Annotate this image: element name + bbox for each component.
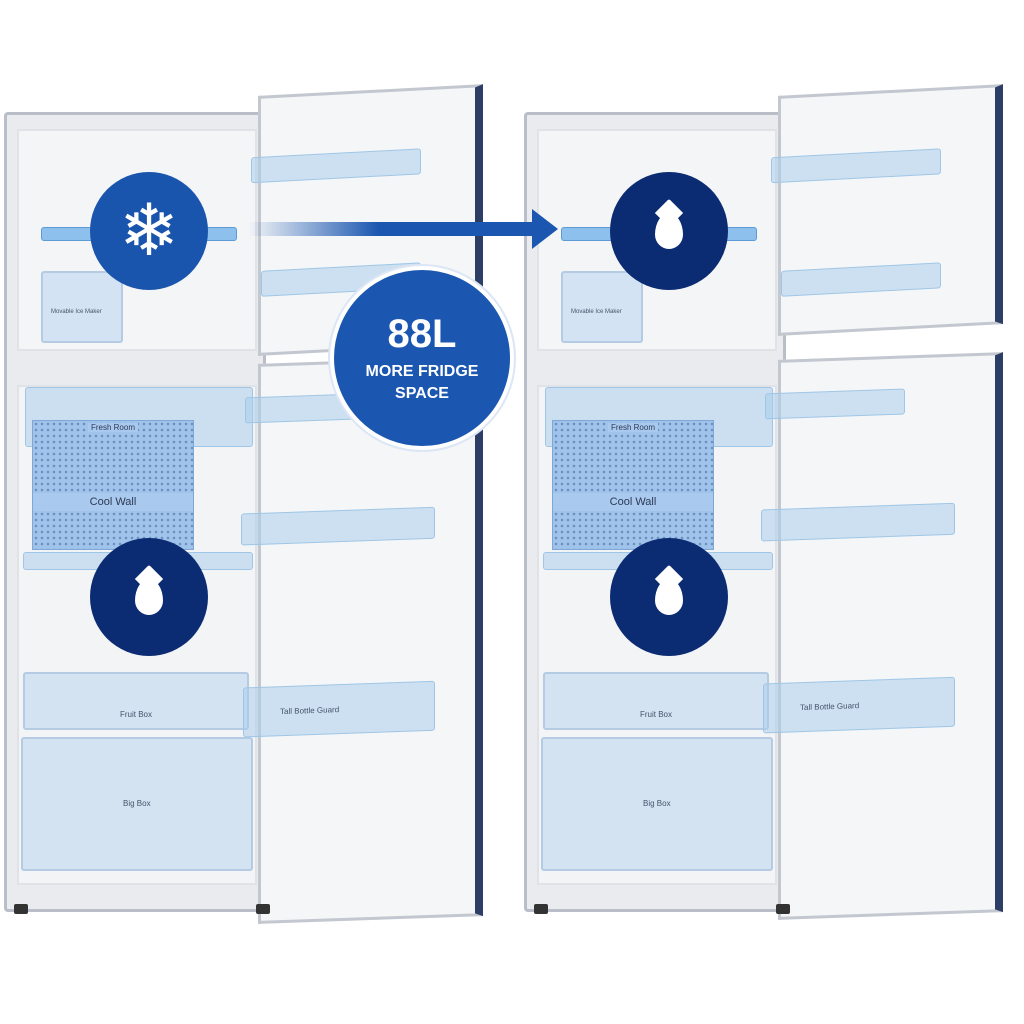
refrigerator-before: Movable Ice Maker Fruit Box Big Box Fres… xyxy=(0,60,500,924)
fridge-foot xyxy=(256,904,270,914)
fresh-room-label: Fresh Room xyxy=(607,423,658,432)
fruit-box: Fruit Box xyxy=(23,672,249,730)
cool-wall-panel: Fresh Room Cool Wall xyxy=(32,420,194,550)
door-shelf xyxy=(771,148,941,184)
conversion-arrow xyxy=(248,222,538,236)
cool-wall-panel: Fresh Room Cool Wall xyxy=(552,420,714,550)
fresh-room-label-wrap: Fresh Room xyxy=(33,423,193,432)
big-box-label: Big Box xyxy=(643,799,671,808)
ice-maker: Movable Ice Maker xyxy=(561,271,643,343)
badge-value: 88L xyxy=(387,312,457,356)
big-box-label: Big Box xyxy=(123,799,151,808)
arrow-head-icon xyxy=(532,209,558,249)
big-box: Big Box xyxy=(21,737,253,871)
door-shelf xyxy=(765,388,905,420)
ice-maker-label: Movable Ice Maker xyxy=(571,309,622,315)
tall-bottle-label: Tall Bottle Guard xyxy=(280,705,340,717)
water-drop-icon xyxy=(610,172,728,290)
refrigerator-after: Movable Ice Maker Fruit Box Big Box Fres… xyxy=(520,60,1020,920)
fruit-box-label: Fruit Box xyxy=(640,710,673,719)
door-shelf xyxy=(781,262,941,297)
tall-bottle-label: Tall Bottle Guard xyxy=(800,701,860,713)
snowflake-icon: ❄ xyxy=(90,172,208,290)
fridge-foot xyxy=(534,904,548,914)
freezer-door[interactable] xyxy=(771,84,1003,336)
water-drop-icon xyxy=(90,538,208,656)
ice-maker-label: Movable Ice Maker xyxy=(51,309,102,315)
water-drop-icon xyxy=(610,538,728,656)
ice-maker: Movable Ice Maker xyxy=(41,271,123,343)
fresh-room-label-wrap: Fresh Room xyxy=(553,423,713,432)
fruit-box-label: Fruit Box xyxy=(120,710,153,719)
badge-line2: SPACE xyxy=(395,385,449,402)
tall-bottle-guard: Tall Bottle Guard xyxy=(763,676,955,734)
fridge-door[interactable]: Tall Bottle Guard xyxy=(761,352,1003,920)
fresh-room-label: Fresh Room xyxy=(87,423,138,432)
door-shelf xyxy=(761,502,955,542)
cool-wall-label: Cool Wall xyxy=(33,493,193,511)
door-shelf xyxy=(251,148,421,184)
fridge-foot xyxy=(776,904,790,914)
door-shelf xyxy=(241,506,435,546)
capacity-badge: 88L MORE FRIDGE SPACE xyxy=(330,266,514,450)
fridge-foot xyxy=(14,904,28,914)
badge-line1: MORE FRIDGE xyxy=(365,363,479,380)
tall-bottle-guard: Tall Bottle Guard xyxy=(243,680,435,738)
fruit-box: Fruit Box xyxy=(543,672,769,730)
cool-wall-label: Cool Wall xyxy=(553,493,713,511)
big-box: Big Box xyxy=(541,737,773,871)
